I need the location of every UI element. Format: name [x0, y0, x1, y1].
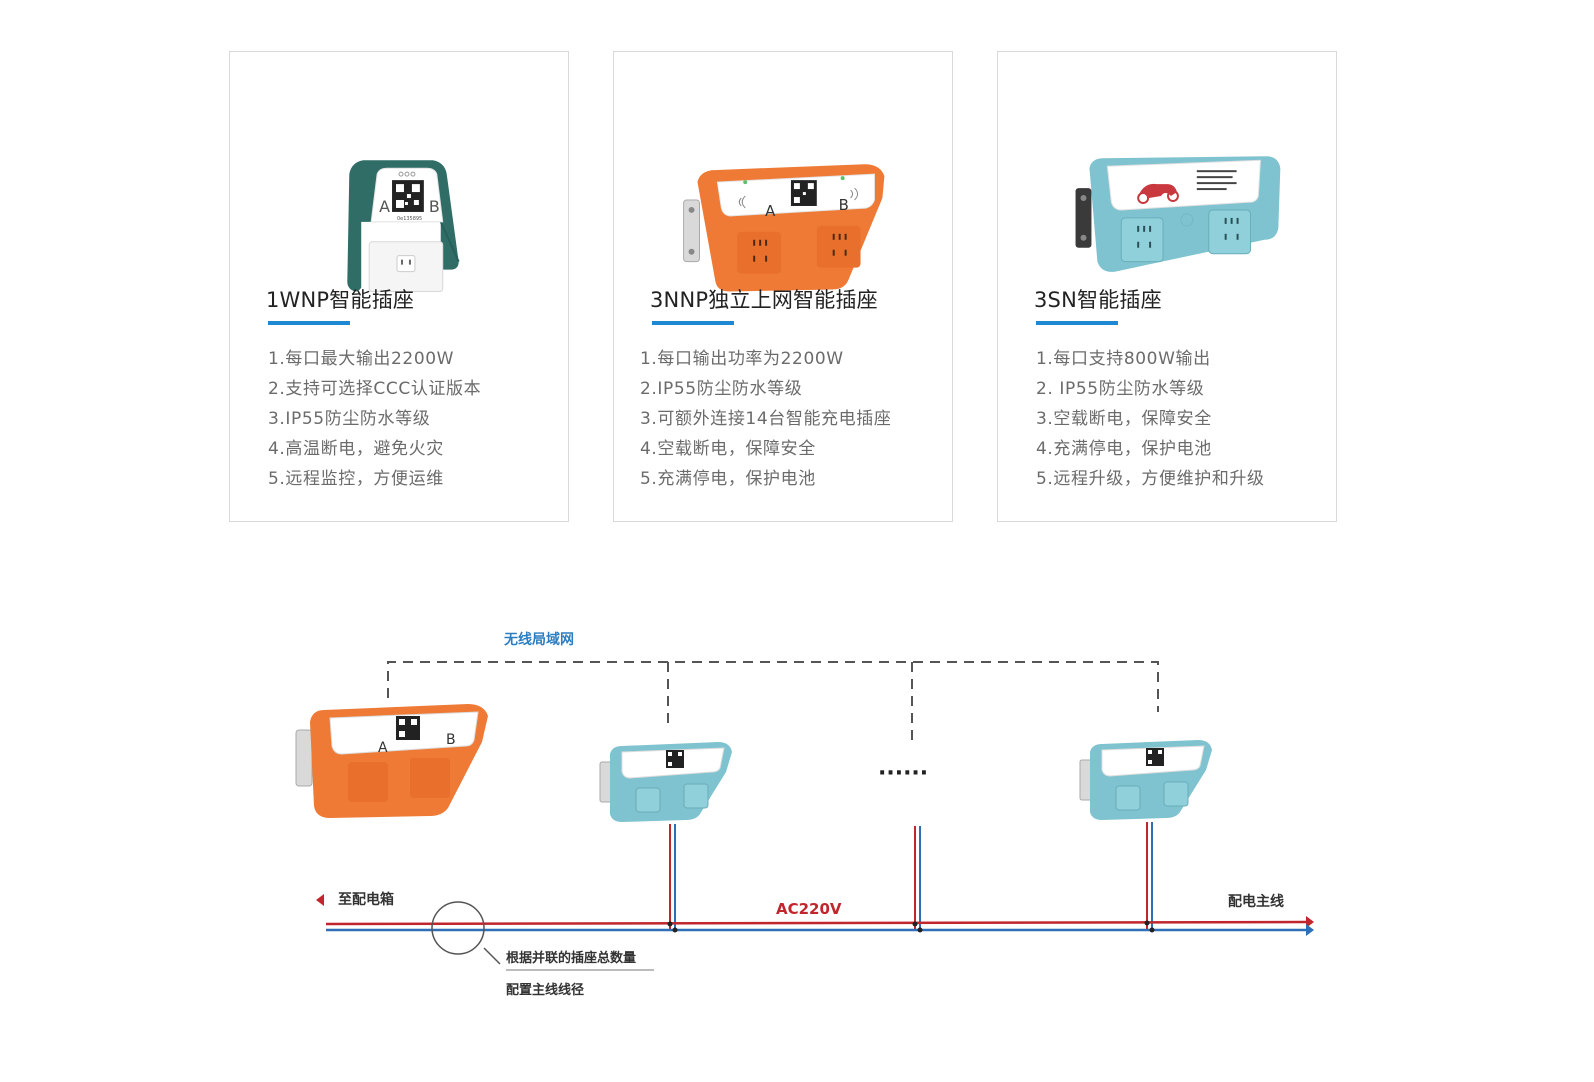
feature-item: 3.空载断电，保障安全	[1036, 409, 1212, 429]
title-underline	[268, 321, 350, 325]
feature-list: 1.每口最大输出2200W 2.支持可选择CCC认证版本 3.IP55防尘防水等…	[268, 344, 481, 494]
to-distribution-box-label: 至配电箱	[338, 891, 394, 908]
title-underline	[652, 321, 734, 325]
product-title: 1WNP智能插座	[266, 288, 415, 312]
feature-item: 3.IP55防尘防水等级	[268, 409, 431, 429]
feature-item: 5.远程监控，方便运维	[268, 469, 444, 489]
feature-item: 1.每口输出功率为2200W	[640, 349, 844, 369]
master-socket-device: A B	[295, 704, 488, 818]
device-drop-wires	[669, 822, 1153, 930]
product-image-1wnp: A B 0e135895	[347, 160, 460, 292]
feature-item: 4.高温断电，避免火灾	[268, 439, 444, 459]
feature-item: 2. IP55防尘防水等级	[1036, 379, 1205, 399]
slave-socket-device	[1079, 739, 1213, 821]
arrow-left-icon	[316, 894, 324, 906]
feature-list: 1.每口支持800W输出 2. IP55防尘防水等级 3.空载断电，保障安全 4…	[1036, 344, 1265, 494]
socket-b-label: B	[446, 732, 456, 748]
cable-detail-circle	[431, 901, 485, 955]
product-title: 3SN智能插座	[1034, 288, 1162, 312]
more-devices-ellipsis: ······	[878, 761, 928, 786]
voltage-label: AC220V	[776, 900, 842, 918]
product-card-3sn[interactable]: 3SN智能插座 1.每口支持800W输出 2. IP55防尘防水等级 3.空载断…	[997, 51, 1337, 522]
wireless-network-line	[387, 661, 1159, 712]
product-image-3sn	[1075, 156, 1281, 272]
socket-b-label: B	[429, 197, 440, 216]
note-line-2: 配置主线线径	[506, 982, 584, 998]
wireless-label: 无线局域网	[503, 631, 574, 648]
device-code: 0e135895	[397, 216, 422, 222]
feature-item: 3.可额外连接14台智能充电插座	[640, 409, 892, 429]
feature-item: 4.充满停电，保护电池	[1036, 439, 1212, 459]
note-line-1: 根据并联的插座总数量	[506, 950, 636, 966]
feature-item: 5.充满停电，保护电池	[640, 469, 816, 489]
slave-socket-device	[599, 741, 733, 823]
product-card-3nnp[interactable]: A B 3NNP独立上网智能插座 1.每口输出功率为2200W 2.IP55防尘…	[613, 51, 953, 522]
feature-item: 5.远程升级，方便维护和升级	[1036, 469, 1265, 489]
socket-b-label: B	[839, 196, 849, 214]
product-title: 3NNP独立上网智能插座	[650, 288, 878, 312]
feature-item: 1.每口最大输出2200W	[268, 349, 455, 369]
feature-item: 4.空载断电，保障安全	[640, 439, 816, 459]
feature-item: 2.支持可选择CCC认证版本	[268, 379, 482, 399]
live-wire	[325, 920, 1307, 926]
main-line-label: 配电主线	[1228, 893, 1284, 910]
feature-item: 2.IP55防尘防水等级	[640, 379, 803, 399]
wiring-diagram: 无线局域网 A B ······ 至配电箱 配电主线 AC220V 根据并联的插…	[295, 631, 1314, 998]
product-image-3nnp: A B	[683, 164, 885, 292]
feature-item: 1.每口支持800W输出	[1036, 349, 1211, 369]
socket-a-label: A	[378, 740, 388, 756]
product-card-1wnp[interactable]: A B 0e135895 1WNP智能插座 1.每口最大输出2200W 2.支持…	[229, 51, 569, 522]
title-underline	[1036, 321, 1118, 325]
feature-list: 1.每口输出功率为2200W 2.IP55防尘防水等级 3.可额外连接14台智能…	[640, 344, 891, 494]
socket-a-label: A	[379, 197, 390, 216]
socket-a-label: A	[765, 202, 776, 220]
